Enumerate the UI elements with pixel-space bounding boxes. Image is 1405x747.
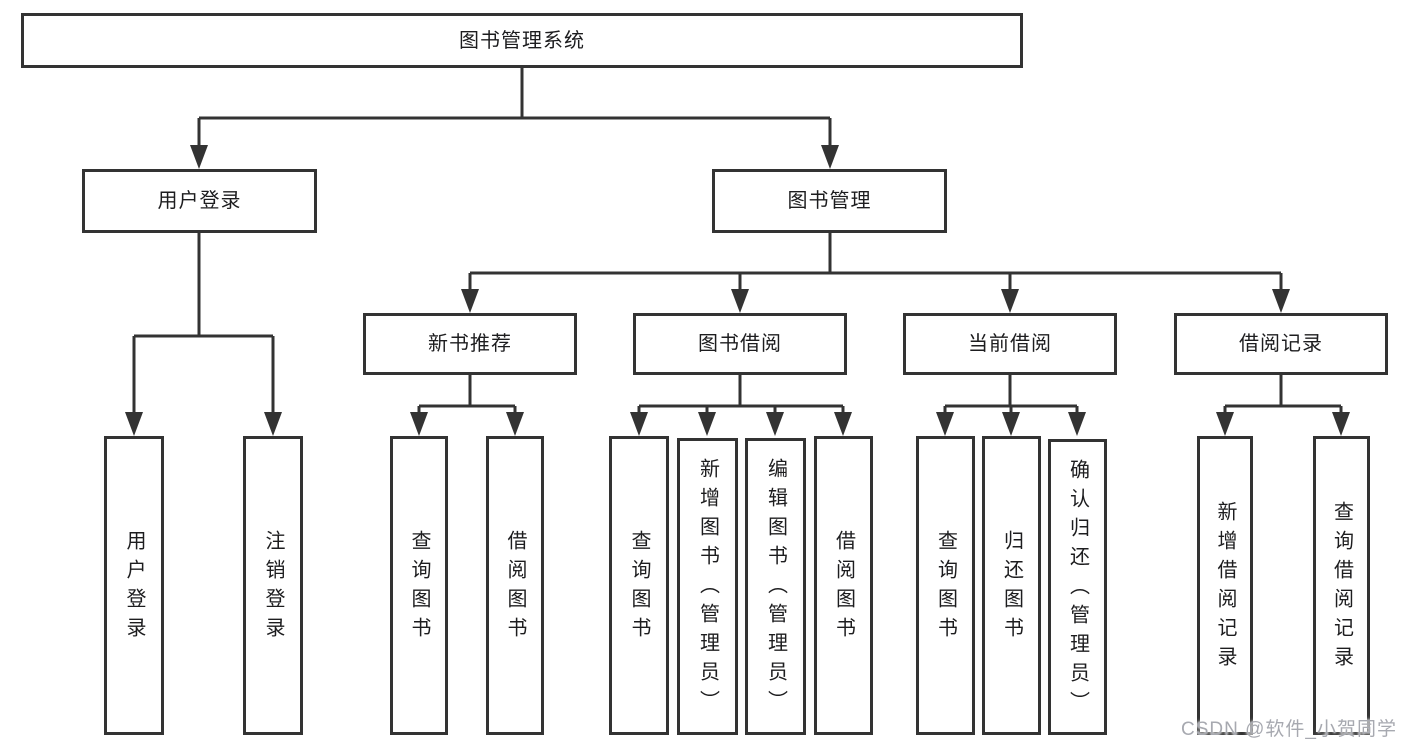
node-book-management: 图书管理 [712,169,947,233]
connector [132,68,1343,419]
arrowhead-icon [125,145,1350,436]
leaf-edit-book-admin: 编辑图书（管理员） [745,438,806,735]
leaf-add-borrow-record: 新增借阅记录 [1197,436,1253,735]
node-borrowing-records: 借阅记录 [1174,313,1388,375]
leaf-query-books-1: 查询图书 [390,436,448,735]
node-current-borrowing: 当前借阅 [903,313,1117,375]
node-new-book-recommendation: 新书推荐 [363,313,577,375]
leaf-query-borrow-record: 查询借阅记录 [1313,436,1370,735]
node-user-login: 用户登录 [82,169,317,233]
leaf-user-login: 用户登录 [104,436,164,735]
csdn-watermark: CSDN @软件_小贺同学 [1181,719,1397,740]
leaf-logout: 注销登录 [243,436,303,735]
node-book-borrowing: 图书借阅 [633,313,847,375]
leaf-borrow-books-2: 借阅图书 [814,436,873,735]
leaf-borrow-books-1: 借阅图书 [486,436,544,735]
leaf-query-books-2: 查询图书 [609,436,669,735]
leaf-return-book: 归还图书 [982,436,1041,735]
leaf-add-book-admin: 新增图书（管理员） [677,438,738,735]
leaf-confirm-return-admin: 确认归还（管理员） [1048,439,1107,735]
leaf-query-books-3: 查询图书 [916,436,975,735]
node-library-management-system: 图书管理系统 [21,13,1023,68]
